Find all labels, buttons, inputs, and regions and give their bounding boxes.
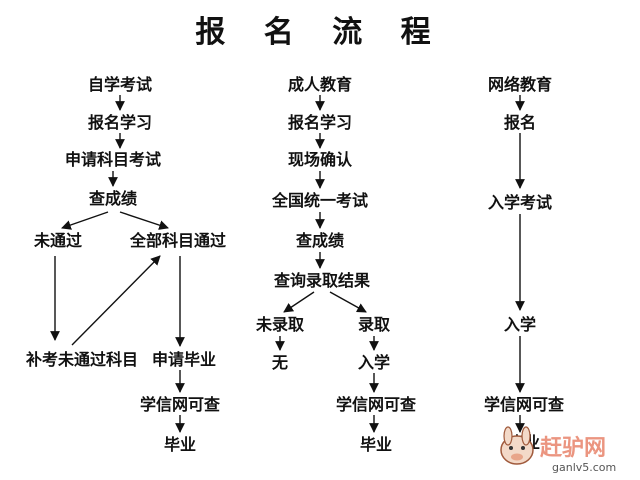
node-self-retake: 补考未通过科目: [25, 350, 138, 369]
self-study-column: 自学考试 报名学习 申请科目考试 查成绩 未通过 全部科目通过 补考未通过科目 …: [25, 75, 226, 454]
node-adult-check-score: 查成绩: [296, 231, 344, 250]
node-self-all-passed: 全部科目通过: [129, 231, 226, 250]
node-online-enroll: 入学: [504, 315, 536, 334]
arrow-self-pass: [119, 211, 169, 230]
node-online-register: 报名: [504, 113, 536, 132]
node-adult-admitted: 录取: [358, 315, 390, 334]
watermark: 赶驴网 ganlv5.com: [500, 426, 616, 474]
node-self-not-passed: 未通过: [33, 231, 82, 250]
node-adult-enroll: 入学: [358, 353, 390, 372]
node-adult-none: 无: [271, 353, 288, 372]
node-self-apply-exam: 申请科目考试: [65, 150, 161, 169]
donkey-logo-icon: [500, 426, 534, 465]
node-adult-national-exam: 全国统一考试: [271, 191, 368, 210]
node-adult-confirm: 现场确认: [288, 150, 353, 169]
node-adult-register: 报名学习: [288, 113, 352, 132]
arrow-self-retake-back: [71, 255, 161, 346]
diagram-title: 报 名 流 程: [195, 15, 444, 50]
node-adult-graduate: 毕业: [360, 435, 392, 454]
online-education-column: 网络教育 报名 入学考试 入学 学信网可查 毕业: [484, 75, 564, 452]
watermark-url: ganlv5.com: [552, 461, 616, 474]
node-adult-admission-result: 查询录取结果: [274, 271, 370, 290]
node-adult-not-admitted: 未录取: [255, 315, 304, 334]
arrow-adult-accept: [329, 291, 367, 313]
arrow-adult-reject: [283, 291, 315, 313]
node-self-register: 报名学习: [88, 113, 152, 132]
arrow-self-fail: [61, 211, 109, 230]
node-self-chsi: 学信网可查: [140, 395, 220, 414]
node-adult-education: 成人教育: [288, 75, 352, 94]
node-adult-chsi: 学信网可查: [336, 395, 416, 414]
node-online-education: 网络教育: [488, 75, 552, 94]
adult-education-column: 成人教育 报名学习 现场确认 全国统一考试 查成绩 查询录取结果 未录取 录取 …: [255, 75, 416, 454]
node-self-study: 自学考试: [88, 75, 152, 94]
node-online-entrance-exam: 入学考试: [488, 193, 552, 212]
node-self-graduate: 毕业: [164, 435, 196, 454]
node-online-chsi: 学信网可查: [484, 395, 564, 414]
node-self-check-score: 查成绩: [89, 189, 137, 208]
watermark-text: 赶驴网: [539, 435, 606, 461]
node-self-apply-graduate: 申请毕业: [152, 350, 216, 369]
